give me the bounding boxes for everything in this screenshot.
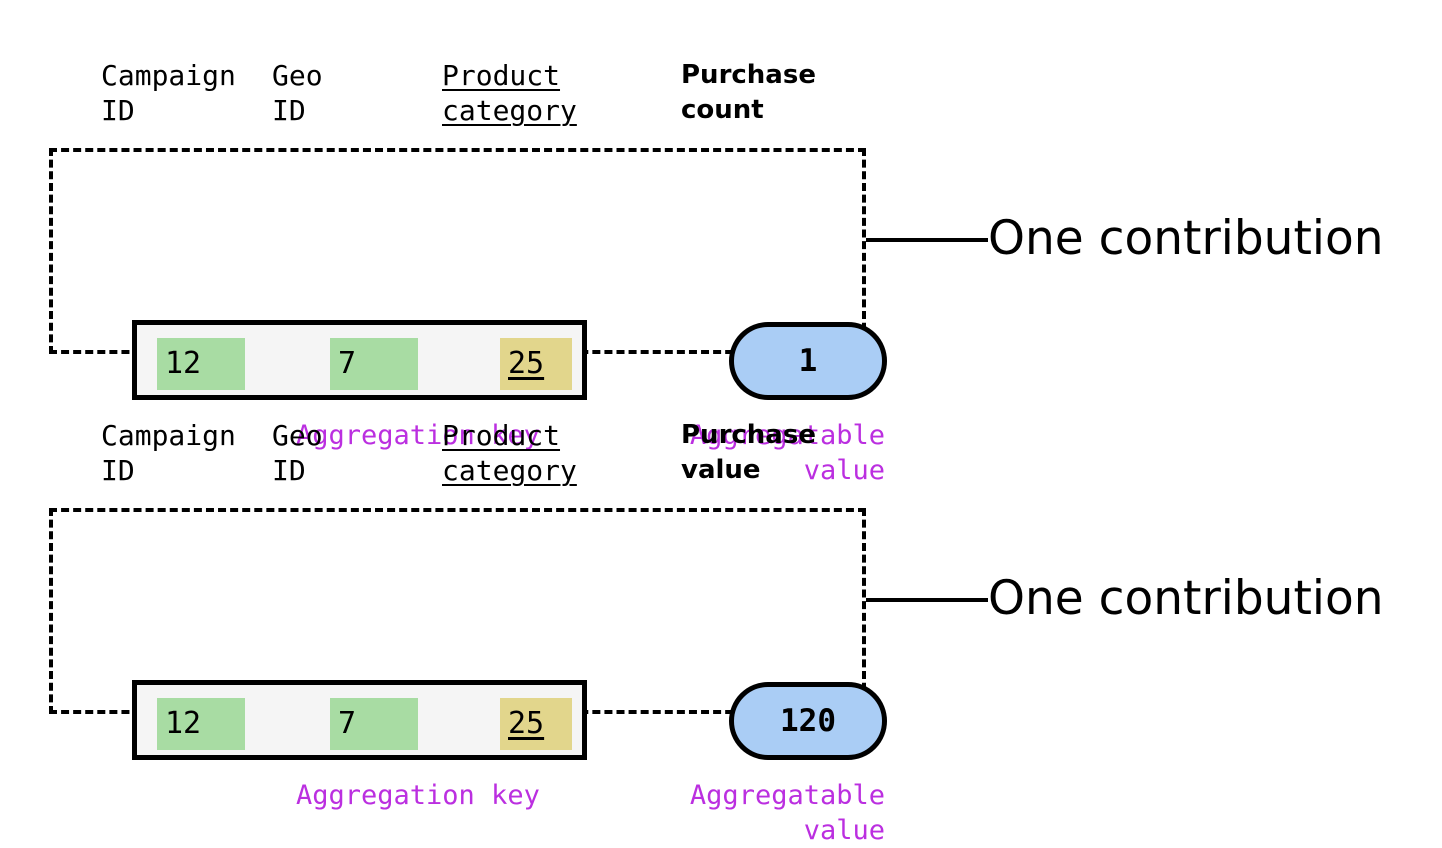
aggregation-contribution-diagram: { "colors": { "key_cell_dimension": "#a8… [0, 58, 1442, 846]
header-product-category: Product category [442, 59, 577, 127]
header-geo-id: Geo ID [272, 419, 323, 487]
aggregatable-value-pill: 120 [729, 682, 887, 760]
header-product-category: Product category [442, 419, 577, 487]
aggregation-key-box: 12 7 25 [132, 320, 587, 400]
key-cell-campaign-id: 12 [157, 338, 245, 390]
key-cell-geo-id: 7 [330, 338, 418, 390]
header-metric: Purchase value [681, 420, 816, 485]
key-cell-product-category: 25 [500, 338, 572, 390]
contribution-boundary: 12 7 25 1 Aggregation key Aggregatable v… [49, 148, 887, 486]
header-geo-id: Geo ID [272, 59, 323, 127]
callout-label: One contribution [988, 211, 1384, 266]
column-headers: Campaign ID Geo ID Product category Purc… [0, 418, 1442, 500]
aggregation-key-box: 12 7 25 [132, 680, 587, 760]
key-cell-geo-id: 7 [330, 698, 418, 750]
key-cell-product-category: 25 [500, 698, 572, 750]
header-metric: Purchase count [681, 60, 816, 125]
callout-leader-line [866, 598, 988, 602]
annotation-aggregatable-value: Aggregatable value [689, 420, 885, 486]
annotation-aggregation-key: Aggregation key [296, 420, 540, 451]
callout-label: One contribution [988, 571, 1384, 626]
header-campaign-id: Campaign ID [101, 59, 236, 127]
contribution-boundary: 12 7 25 120 Aggregation key Aggregatable… [49, 508, 887, 846]
key-cell-campaign-id: 12 [157, 698, 245, 750]
callout-leader-line [866, 238, 988, 242]
header-campaign-id: Campaign ID [101, 419, 236, 487]
annotation-aggregation-key: Aggregation key [296, 780, 540, 811]
aggregatable-value-pill: 1 [729, 322, 887, 400]
column-headers: Campaign ID Geo ID Product category Purc… [0, 58, 1442, 140]
annotation-aggregatable-value: Aggregatable value [689, 780, 885, 846]
